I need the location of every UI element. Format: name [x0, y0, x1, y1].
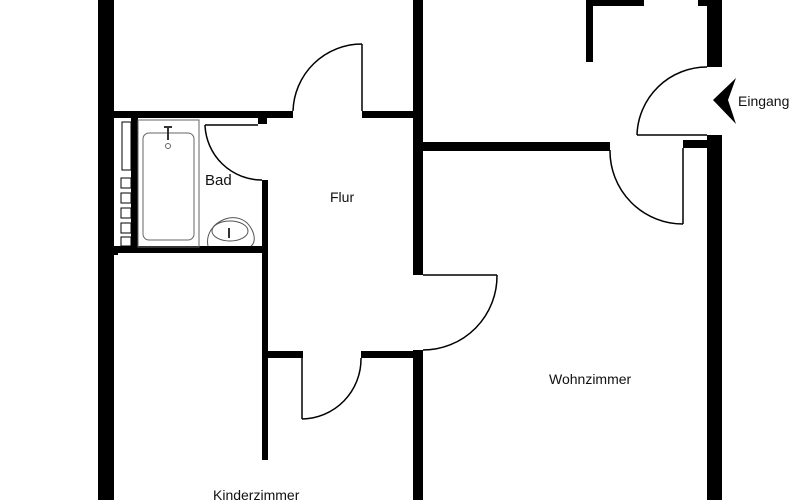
bathtub — [137, 119, 200, 248]
walls — [98, 0, 722, 500]
room-label-flur: Flur — [330, 189, 355, 205]
radiator — [120, 121, 132, 247]
washbasin — [207, 217, 255, 247]
wall-closet-vertical — [586, 0, 593, 62]
wall-right-outer-lower — [707, 135, 722, 500]
wall-left-outer — [98, 0, 114, 500]
wall-stub — [258, 116, 267, 124]
wall-bath-bottom — [114, 246, 268, 253]
wall-upper-room-bottom-left — [114, 111, 293, 118]
room-label-bad: Bad — [205, 172, 232, 189]
wall-wohnzimmer-top — [423, 142, 610, 151]
wall-closet-top-right — [698, 0, 708, 6]
wall-upper-room-bottom-right — [362, 111, 415, 118]
wall-center-vertical — [413, 0, 423, 275]
wall-closet-top — [586, 0, 644, 6]
wall-right-outer-upper — [707, 0, 722, 67]
doors — [204, 43, 708, 420]
wall-kinder-top — [114, 250, 118, 255]
wall-center-vertical-lower — [413, 350, 423, 500]
wall-bath-right — [262, 180, 268, 253]
wall-center-stub — [400, 113, 414, 118]
wall-wohnzimmer-top-right — [683, 140, 709, 148]
room-label-kinderzimmer: Kinderzimmer — [213, 487, 300, 503]
wall-bath-inner-left — [131, 118, 138, 248]
wall-flur-bottom-left — [265, 351, 303, 358]
entrance-label: Eingang — [738, 93, 790, 109]
wall-flur-bottom-right — [361, 351, 416, 358]
arrow-left-icon — [713, 78, 736, 124]
room-label-wohnzimmer: Wohnzimmer — [549, 371, 632, 387]
